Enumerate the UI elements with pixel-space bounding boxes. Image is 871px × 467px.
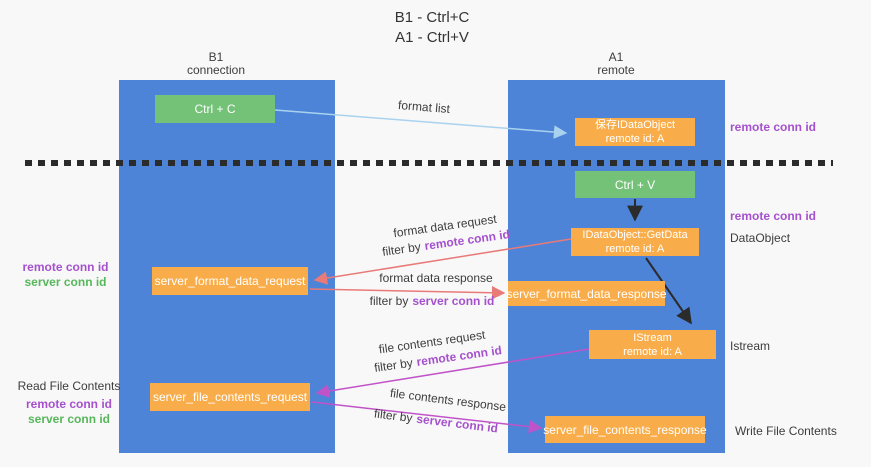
remote-conn-id-annotation-mid: remote conn id [730,209,817,223]
istream-line2: remote id: A [623,345,682,358]
right-column-role: remote [597,63,635,77]
save-idataobject-line1: 保存IDataObject [594,119,676,131]
filter-by-text: filter by [381,239,422,259]
getdata-line2: remote id: A [605,243,665,255]
left-column-header: B1 connection [187,51,245,77]
read-file-contents-annotation-group: Read File Contents remote conn id server… [8,379,130,427]
ctrl-c-label: Ctrl + C [194,102,236,116]
ctrl-c-box: Ctrl + C [155,95,275,123]
dataobject-annotation: DataObject [730,231,791,245]
getdata-line1: IDataObject::GetData [582,229,688,241]
server-format-data-request-label: server_format_data_request [154,274,306,288]
title-line-2: A1 - Ctrl+V [395,29,469,46]
arrow-format-data-response [309,286,506,300]
remote-conn-id-annotation-top: remote conn id [730,120,817,134]
server-format-data-response-label: server_format_data_response [506,286,667,301]
save-idataobject-box: 保存IDataObject remote id: A [575,118,695,146]
filter-by-text: filter by [373,406,414,426]
diagram-title: B1 - Ctrl+C A1 - Ctrl+V [395,8,470,48]
format-data-response-label: format data response [379,271,493,285]
server-file-contents-response-box: server_file_contents_response [543,416,707,443]
right-column-name: A1 [608,50,624,64]
left-column-role: connection [186,63,246,77]
server-conn-id-text: server conn id [415,411,499,436]
server-format-data-request-box: server_format_data_request [152,267,308,295]
server-file-contents-response-label: server_file_contents_response [543,422,707,437]
istream-box: IStream remote id: A [589,330,716,359]
istream-line1: IStream [633,331,672,344]
server-conn-id-annotation-left: server conn id [24,275,107,289]
save-idataobject-line2: remote id: A [605,133,665,145]
write-file-contents-annotation: Write File Contents [735,424,837,438]
remote-conn-id-annotation-bottom-left: remote conn id [25,397,112,411]
server-format-data-response-box: server_format_data_response [506,281,667,306]
title-line-1: B1 - Ctrl+C [394,9,470,26]
filter-by-text: filter by [373,355,414,375]
ctrl-v-box: Ctrl + V [575,171,695,198]
server-conn-id-annotation-bottom-left: server conn id [27,412,111,426]
left-column-name: B1 [208,50,224,64]
left-conn-id-annotation-group: remote conn id server conn id [8,260,123,290]
server-conn-id-text: server conn id [412,294,495,308]
server-file-contents-request-box: server_file_contents_request [150,383,310,411]
format-list-label: format list [397,97,451,117]
read-file-contents-annotation: Read File Contents [17,379,121,393]
istream-annotation: Istream [730,339,771,353]
right-column-header: A1 remote [597,51,634,77]
remote-conn-id-annotation-left: remote conn id [22,260,109,274]
idataobject-getdata-box: IDataObject::GetData remote id: A [571,228,699,256]
ctrl-v-label: Ctrl + V [614,177,656,192]
server-file-contents-request-label: server_file_contents_request [152,390,308,404]
filter-by-text: filter by [369,294,409,308]
